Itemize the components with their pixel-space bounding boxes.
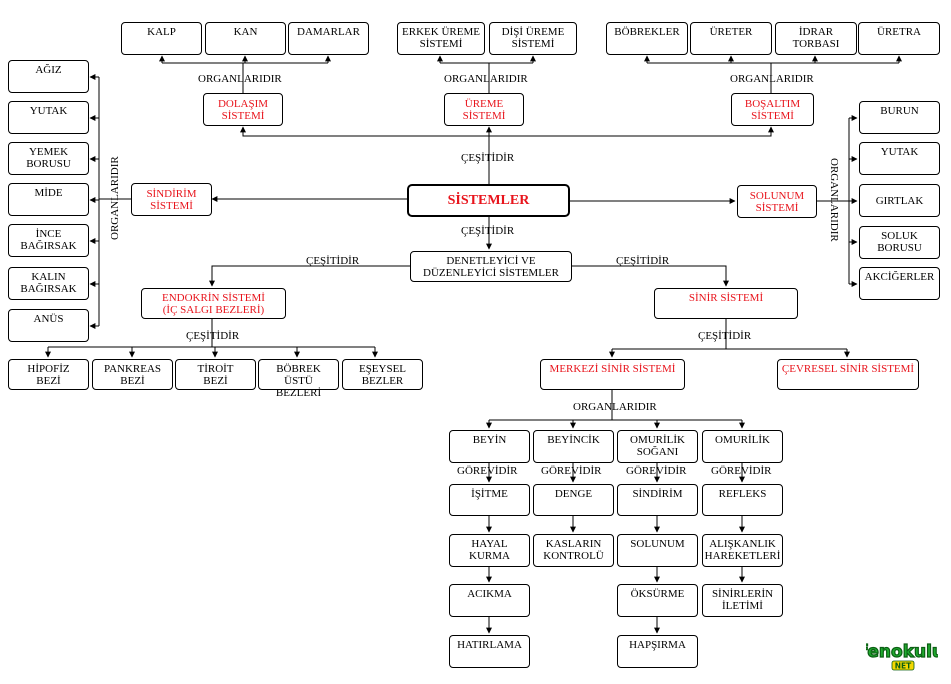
node-sindirim-sistemi: SİNDİRİM SİSTEMİ	[131, 183, 212, 216]
organ-idrar-torbasi: İDRAR TORBASI	[775, 22, 857, 55]
organ-uretra: ÜRETRA	[858, 22, 940, 55]
organ-ureter: ÜRETER	[690, 22, 772, 55]
duty-hapsirma: HAPŞIRMA	[617, 635, 698, 668]
duty-oksurme: ÖKSÜRME	[617, 584, 698, 617]
organ-disi-ureme: DİŞİ ÜREME SİSTEMİ	[489, 22, 577, 55]
label-gorevidir-beyincik: GÖREVİDİR	[541, 465, 602, 477]
organ-erkek-ureme: ERKEK ÜREME SİSTEMİ	[397, 22, 485, 55]
duty-kaslarin-kontrolu: KASLARIN KONTROLÜ	[533, 534, 614, 567]
organ-agiz: AĞIZ	[8, 60, 89, 93]
cns-organ-beyin: BEYİN	[449, 430, 530, 463]
label-cesitidir-sinir: ÇEŞİTİDİR	[698, 330, 752, 342]
label-cesitidir-endokrin: ÇEŞİTİDİR	[186, 330, 240, 342]
organ-kalp: KALP	[121, 22, 202, 55]
organ-mide: MİDE	[8, 183, 89, 216]
organ-bobrekler: BÖBREKLER	[606, 22, 688, 55]
organ-yutak-sindirim: YUTAK	[8, 101, 89, 134]
node-endokrin-sistemi: ENDOKRİN SİSTEMİ (İÇ SALGI BEZLERİ)	[141, 288, 286, 319]
part-tiroit: TİROİT BEZİ	[175, 359, 256, 390]
label-organlaridir-dolasim: ORGANLARIDIR	[198, 73, 282, 85]
organ-yemek-borusu: YEMEK BORUSU	[8, 142, 89, 175]
fenokulu-logo: fenokulu NET	[866, 641, 938, 671]
organ-burun: BURUN	[859, 101, 940, 134]
organ-anus: ANÜS	[8, 309, 89, 342]
node-sinir-sistemi: SİNİR SİSTEMİ	[654, 288, 798, 319]
label-organlaridir-sindirim: ORGANLARIDIR	[109, 156, 121, 240]
organ-kan: KAN	[205, 22, 286, 55]
duty-denge: DENGE	[533, 484, 614, 516]
organ-girtlak: GIRTLAK	[859, 184, 940, 217]
duty-aliskanlik-hareketleri: ALIŞKANLIK HAREKETLERİ	[702, 534, 783, 567]
label-cesitidir-left: ÇEŞİTİDİR	[306, 255, 360, 267]
svg-text:fenokulu: fenokulu	[866, 642, 938, 662]
node-ureme-sistemi: ÜREME SİSTEMİ	[444, 93, 524, 126]
duty-acikma: ACIKMA	[449, 584, 530, 617]
label-organlaridir-bosaltim: ORGANLARIDIR	[730, 73, 814, 85]
cns-organ-omurilik: OMURİLİK	[702, 430, 783, 463]
label-gorevidir-omurilik: GÖREVİDİR	[711, 465, 772, 477]
label-organlaridir-ureme: ORGANLARIDIR	[444, 73, 528, 85]
node-dolasim-sistemi: DOLAŞIM SİSTEMİ	[203, 93, 283, 126]
organ-akcigerler: AKCİĞERLER	[859, 267, 940, 300]
svg-text:NET: NET	[895, 662, 912, 671]
part-pankreas: PANKREAS BEZİ	[92, 359, 173, 390]
organ-damarlar: DAMARLAR	[288, 22, 369, 55]
label-cesitidir-bottom: ÇEŞİTİDİR	[461, 225, 515, 237]
duty-hatirlama: HATIRLAMA	[449, 635, 530, 668]
label-gorevidir-omurilik-sogani: GÖREVİDİR	[626, 465, 687, 477]
label-cesitidir-right: ÇEŞİTİDİR	[616, 255, 670, 267]
duty-refleks: REFLEKS	[702, 484, 783, 516]
cns-organ-omurilik-sogani: OMURİLİK SOĞANI	[617, 430, 698, 463]
organ-soluk-borusu: SOLUK BORUSU	[859, 226, 940, 259]
node-merkezi-sinir: MERKEZİ SİNİR SİSTEMİ	[540, 359, 685, 390]
part-hipofiz: HİPOFİZ BEZİ	[8, 359, 89, 390]
node-denetleyici: DENETLEYİCİ VE DÜZENLEYİCİ SİSTEMLER	[410, 251, 572, 282]
organ-ince-bagirsak: İNCE BAĞIRSAK	[8, 224, 89, 257]
duty-sindirim: SİNDİRİM	[617, 484, 698, 516]
duty-sinirlerin-iletimi: SİNİRLERİN İLETİMİ	[702, 584, 783, 617]
duty-solunum: SOLUNUM	[617, 534, 698, 567]
organ-yutak-solunum: YUTAK	[859, 142, 940, 175]
organ-kalin-bagirsak: KALIN BAĞIRSAK	[8, 267, 89, 300]
node-cevresel-sinir: ÇEVRESEL SİNİR SİSTEMİ	[777, 359, 919, 390]
part-bobrek-ustu: BÖBREK ÜSTÜ BEZLERİ	[258, 359, 339, 399]
part-eseysel: EŞEYSEL BEZLER	[342, 359, 423, 390]
node-bosaltim-sistemi: BOŞALTIM SİSTEMİ	[731, 93, 814, 126]
cns-organ-beyincik: BEYİNCİK	[533, 430, 614, 463]
label-organlaridir-solunum: ORGANLARIDIR	[828, 158, 840, 242]
center-node: SİSTEMLER	[407, 184, 570, 217]
duty-isitme: İŞİTME	[449, 484, 530, 516]
duty-hayal-kurma: HAYAL KURMA	[449, 534, 530, 567]
node-solunum-sistemi: SOLUNUM SİSTEMİ	[737, 185, 817, 218]
label-gorevidir-beyin: GÖREVİDİR	[457, 465, 518, 477]
label-cesitidir-top: ÇEŞİTİDİR	[461, 152, 515, 164]
label-organlaridir-merkezi: ORGANLARIDIR	[573, 401, 657, 413]
